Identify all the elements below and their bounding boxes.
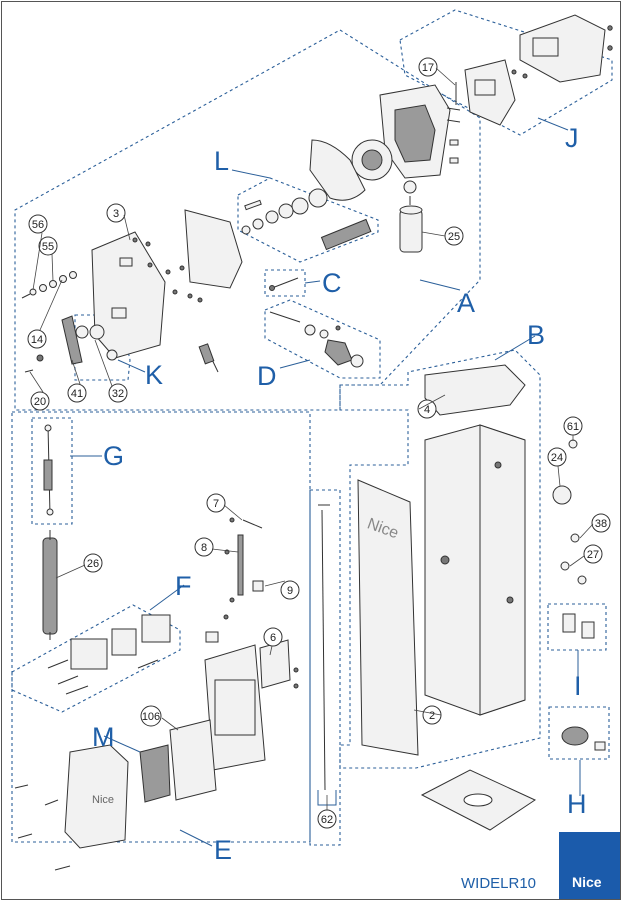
callout-25: 25 bbox=[444, 226, 464, 246]
svg-text:3: 3 bbox=[113, 208, 119, 220]
svg-text:26: 26 bbox=[87, 558, 99, 570]
svg-text:41: 41 bbox=[71, 388, 83, 400]
side-door-2: Nice bbox=[357, 479, 419, 756]
mounting-plate-3 bbox=[91, 209, 243, 359]
shaft-d bbox=[269, 311, 364, 368]
svg-text:62: 62 bbox=[321, 814, 333, 826]
callout-8: 8 bbox=[194, 537, 214, 557]
callout-106: 106 bbox=[140, 705, 162, 727]
svg-text:27: 27 bbox=[587, 549, 599, 561]
front-cover-panel: Nice bbox=[14, 744, 129, 871]
svg-text:17: 17 bbox=[422, 62, 434, 74]
callout-26: 26 bbox=[83, 553, 103, 573]
group-letter-k: K bbox=[145, 360, 163, 390]
group-d-outline bbox=[264, 299, 381, 379]
svg-text:61: 61 bbox=[567, 421, 579, 433]
svg-text:14: 14 bbox=[31, 334, 43, 346]
svg-text:4: 4 bbox=[424, 404, 430, 416]
group-letter-c: C bbox=[322, 268, 342, 298]
model-code: WIDELR10 bbox=[461, 875, 536, 892]
group-j-outline bbox=[399, 9, 613, 136]
callout-20: 20 bbox=[30, 391, 50, 411]
svg-text:38: 38 bbox=[595, 518, 607, 530]
svg-text:7: 7 bbox=[213, 498, 219, 510]
svg-text:56: 56 bbox=[32, 219, 44, 231]
group-letter-g: G bbox=[103, 441, 124, 471]
svg-text:106: 106 bbox=[142, 711, 160, 723]
callout-9: 9 bbox=[280, 580, 300, 600]
washers-stack bbox=[21, 271, 118, 373]
svg-text:8: 8 bbox=[201, 542, 207, 554]
group-letter-d: D bbox=[257, 361, 277, 391]
callout-circles: 2 3 4 6 7 8 9 14 17 20 24 25 26 27 32 38… bbox=[27, 57, 611, 829]
brand-logo-block bbox=[559, 832, 620, 899]
callout-24: 24 bbox=[547, 447, 567, 467]
group-letter-l: L bbox=[214, 146, 229, 176]
cover-logo-text: Nice bbox=[92, 794, 114, 806]
group-letter-m: M bbox=[92, 722, 115, 752]
leader-lines bbox=[70, 117, 581, 847]
callout-leaders bbox=[29, 67, 594, 810]
callout-32: 32 bbox=[108, 383, 128, 403]
brand-logo: Nice bbox=[572, 874, 602, 890]
tensioner-g bbox=[43, 424, 54, 516]
callout-56: 56 bbox=[28, 214, 48, 234]
power-components-f bbox=[47, 614, 171, 695]
callout-3: 3 bbox=[106, 203, 126, 223]
cover-housing-j bbox=[455, 14, 613, 126]
release-rod-62 bbox=[317, 504, 337, 806]
group-letter-b: B bbox=[527, 320, 545, 350]
spring-lever bbox=[198, 343, 219, 373]
shaft-assembly-l bbox=[241, 188, 372, 251]
callout-55: 55 bbox=[38, 236, 58, 256]
callout-41: 41 bbox=[67, 383, 87, 403]
group-letter-a: A bbox=[457, 288, 475, 318]
group-i-outline bbox=[547, 603, 607, 651]
svg-text:6: 6 bbox=[270, 632, 276, 644]
group-letters: A B C D E F G H I J K L M bbox=[92, 123, 587, 865]
control-board-106 bbox=[139, 719, 217, 803]
group-letter-j: J bbox=[565, 123, 579, 153]
svg-text:2: 2 bbox=[429, 710, 435, 722]
group-f-outline bbox=[11, 604, 181, 713]
balancing-spring-26 bbox=[42, 530, 58, 640]
callout-61: 61 bbox=[563, 416, 583, 436]
callout-38: 38 bbox=[591, 513, 611, 533]
callout-14: 14 bbox=[27, 329, 47, 349]
group-g-outline bbox=[31, 417, 73, 525]
callout-27: 27 bbox=[583, 544, 603, 564]
callout-7: 7 bbox=[206, 493, 226, 513]
cabinet-body bbox=[424, 364, 526, 716]
control-box bbox=[204, 614, 299, 771]
pin-c bbox=[269, 277, 299, 291]
right-side-parts bbox=[552, 439, 606, 751]
group-h-outline bbox=[548, 706, 610, 760]
callout-6: 6 bbox=[263, 627, 283, 647]
foundation-plate bbox=[420, 769, 537, 831]
svg-text:55: 55 bbox=[42, 241, 54, 253]
callout-2: 2 bbox=[422, 705, 442, 725]
callout-17: 17 bbox=[418, 57, 438, 77]
svg-text:9: 9 bbox=[287, 585, 293, 597]
group-letter-h: H bbox=[567, 789, 587, 819]
group-letter-i: I bbox=[574, 671, 582, 701]
svg-text:24: 24 bbox=[551, 452, 563, 464]
group-62-outline bbox=[309, 489, 341, 846]
callout-4: 4 bbox=[417, 399, 437, 419]
gearbox-housing bbox=[309, 84, 461, 201]
svg-text:20: 20 bbox=[34, 396, 46, 408]
motor-25 bbox=[399, 180, 423, 253]
group-c-outline bbox=[264, 269, 306, 297]
group-e-outline bbox=[11, 411, 311, 843]
svg-text:32: 32 bbox=[112, 388, 124, 400]
group-letter-f: F bbox=[175, 571, 192, 601]
svg-text:25: 25 bbox=[448, 231, 460, 243]
small-parts-7-8-9 bbox=[224, 517, 264, 603]
callout-62: 62 bbox=[317, 809, 337, 829]
group-letter-e: E bbox=[214, 835, 232, 865]
